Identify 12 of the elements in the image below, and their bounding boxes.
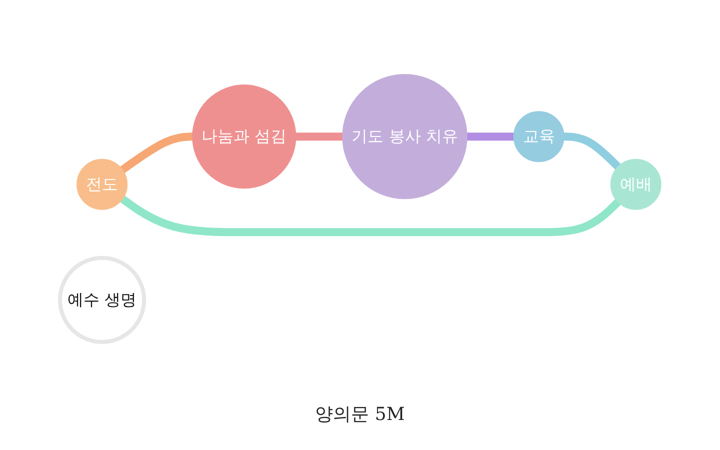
node-circle: 교육	[514, 111, 565, 162]
node-circle: 나눔과 섬김	[192, 84, 296, 189]
node-circle: 기도 봉사 치유	[342, 74, 468, 200]
caption: 양의문 5M	[315, 403, 405, 426]
node-circle: 예수 생명	[58, 256, 146, 344]
node-circle: 예배	[610, 158, 662, 210]
connector	[119, 194, 622, 236]
connector	[294, 132, 344, 141]
node-circle: 전도	[76, 158, 128, 210]
connector	[562, 132, 622, 171]
connector	[466, 132, 516, 141]
connector	[119, 132, 194, 174]
